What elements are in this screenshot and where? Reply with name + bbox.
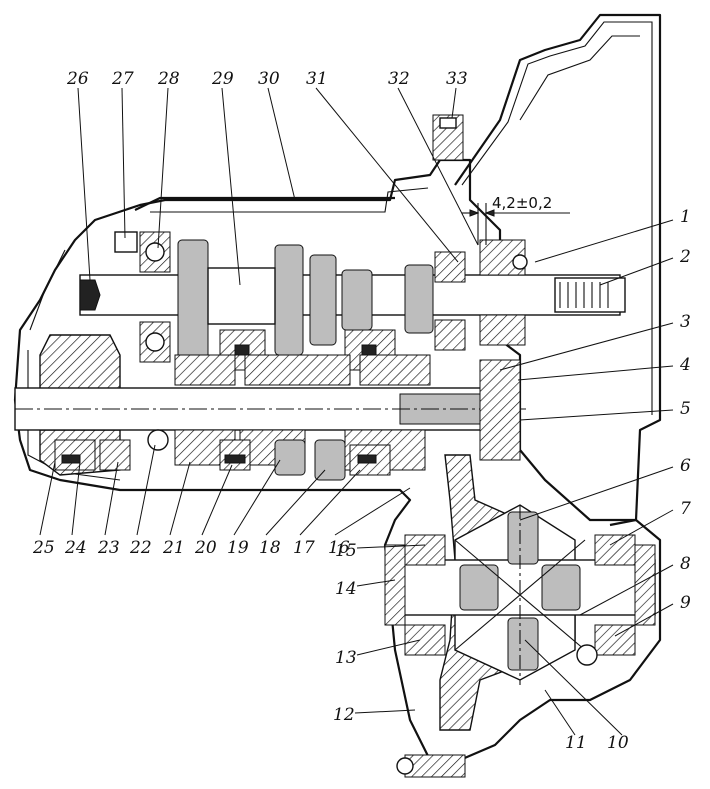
callout-16: 16 [328,538,350,558]
callout-23: 23 [97,538,120,558]
bottom-bolt [396,754,466,778]
callout-7: 7 [680,499,691,519]
upper-shaft-bearings [114,231,466,363]
callout-12: 12 [333,705,355,725]
callout-15: 15 [335,541,357,561]
vent-plug-33 [432,114,464,161]
lower-synchronizers [54,429,391,476]
callout-32: 32 [388,69,410,89]
callout-19: 19 [227,538,249,558]
callout-25: 25 [32,538,55,558]
callout-29: 29 [211,69,234,89]
callout-26: 26 [66,69,89,89]
callout-14: 14 [335,579,357,599]
dimension-gap: 4,2±0,2 [462,194,570,245]
callout-22: 22 [129,538,152,558]
callout-27: 27 [111,69,134,89]
differential [384,454,656,731]
callout-4: 4 [679,355,691,375]
callout-30: 30 [258,69,280,89]
main-shaft [14,359,530,461]
clutch-housing [454,13,662,527]
callout-3: 3 [680,312,691,332]
callout-6: 6 [680,456,691,476]
upper-gear-block-29 [177,239,434,361]
dimension-label: 4,2±0,2 [492,194,552,212]
callout-2: 2 [679,247,691,267]
callout-10: 10 [607,733,629,753]
callout-8: 8 [680,554,691,574]
callout-33: 33 [446,69,468,89]
callout-18: 18 [259,538,281,558]
callout-5: 5 [680,399,691,419]
release-bearing-area [479,239,528,346]
callout-11: 11 [565,733,587,753]
callout-17: 17 [293,538,315,558]
callout-31: 31 [306,69,328,89]
callouts: 1 2 3 4 5 6 7 8 9 10 11 12 13 14 15 16 [32,69,691,753]
callout-1: 1 [680,207,691,227]
callout-28: 28 [157,69,180,89]
callout-24: 24 [64,538,87,558]
callout-20: 20 [194,538,217,558]
callout-21: 21 [162,538,185,558]
top-cover-part-30 [134,196,395,211]
callout-13: 13 [335,648,357,668]
callout-9: 9 [680,593,691,613]
